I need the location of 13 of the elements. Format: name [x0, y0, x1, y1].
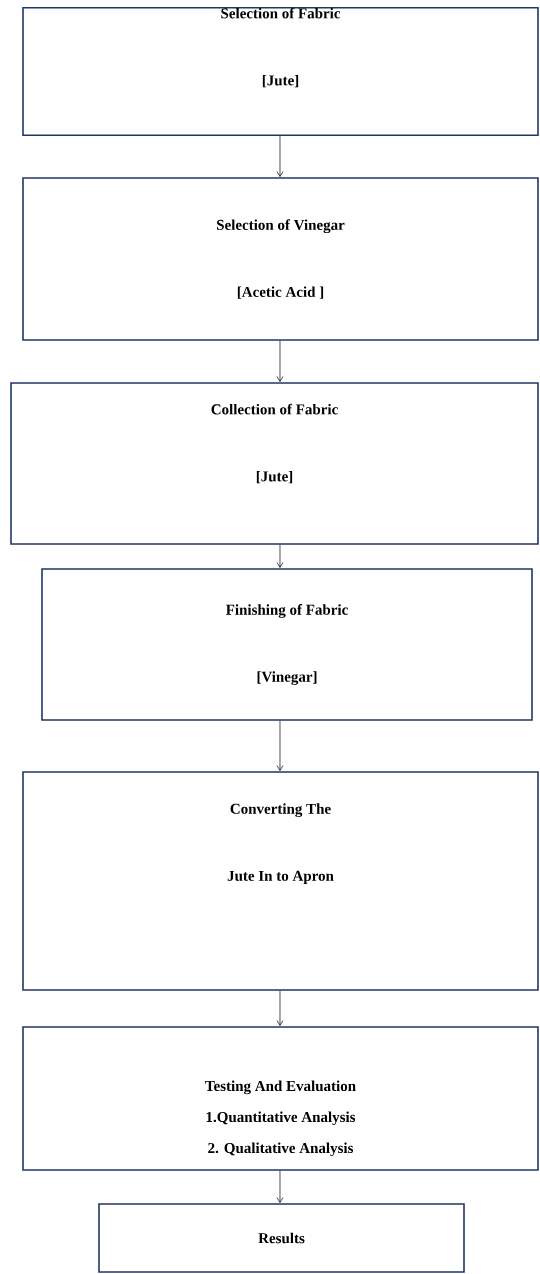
- arrow: [276, 720, 284, 771]
- process-box: Finishing of Fabric [Vinegar]: [41, 568, 533, 721]
- process-box: Collection of Fabric [Jute]: [10, 382, 539, 545]
- process-box: Testing And Evaluation 1.Quantitative Analysis 2. Qualitative Analysis: [22, 1026, 539, 1171]
- process-box: Results: [98, 1203, 465, 1273]
- process-box: Selection of Vinegar [Acetic Acid ]: [22, 177, 539, 341]
- arrow: [276, 135, 284, 177]
- arrow: [276, 340, 284, 382]
- arrow: [276, 1170, 284, 1203]
- process-box: Converting The Jute In to Apron: [22, 771, 539, 991]
- arrow: [276, 990, 284, 1026]
- arrow: [276, 544, 284, 568]
- process-box: Selection of Fabric [Jute]: [22, 6, 539, 137]
